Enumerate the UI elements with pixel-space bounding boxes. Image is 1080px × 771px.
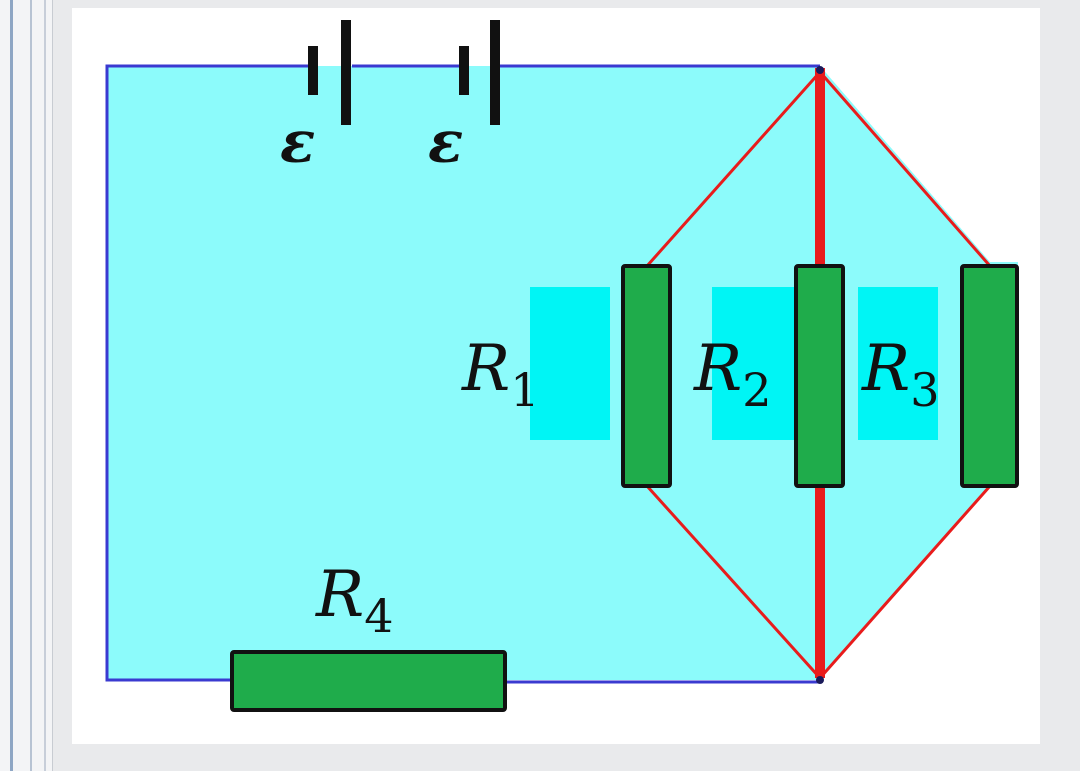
label-r3-letter: R <box>861 332 910 406</box>
label-r2: R2 <box>693 332 771 417</box>
label-r1-index: 1 <box>510 363 539 417</box>
rail-line <box>30 0 32 771</box>
label-r2-index: 2 <box>742 363 771 417</box>
junction-bottom <box>816 676 824 684</box>
label-r2-letter: R <box>693 332 742 406</box>
label-r1: R1 <box>461 332 539 417</box>
resistor-r4 <box>230 650 507 712</box>
emf-label-2: ε <box>428 108 463 176</box>
label-r3-index: 3 <box>910 363 939 417</box>
label-r3: R3 <box>861 332 939 417</box>
left-rail <box>0 0 53 771</box>
wire-top-left <box>105 64 310 682</box>
r3-label-bg <box>858 287 938 440</box>
battery-cell-1 <box>308 20 351 125</box>
rail-line <box>10 0 13 771</box>
r1-label-bg <box>530 287 610 440</box>
junction-top <box>816 66 824 74</box>
label-r4-index: 4 <box>364 589 393 643</box>
battery-cell-2 <box>459 20 500 125</box>
rail-line <box>44 0 46 771</box>
label-r1-letter: R <box>461 332 510 406</box>
emf-label-1: ε <box>280 108 315 176</box>
r2-label-bg <box>712 287 794 440</box>
resistor-r1 <box>621 264 672 488</box>
resistor-r3 <box>960 264 1019 488</box>
label-r4-letter: R <box>315 558 364 632</box>
resistor-r2 <box>794 264 845 488</box>
label-r4: R4 <box>315 558 393 643</box>
